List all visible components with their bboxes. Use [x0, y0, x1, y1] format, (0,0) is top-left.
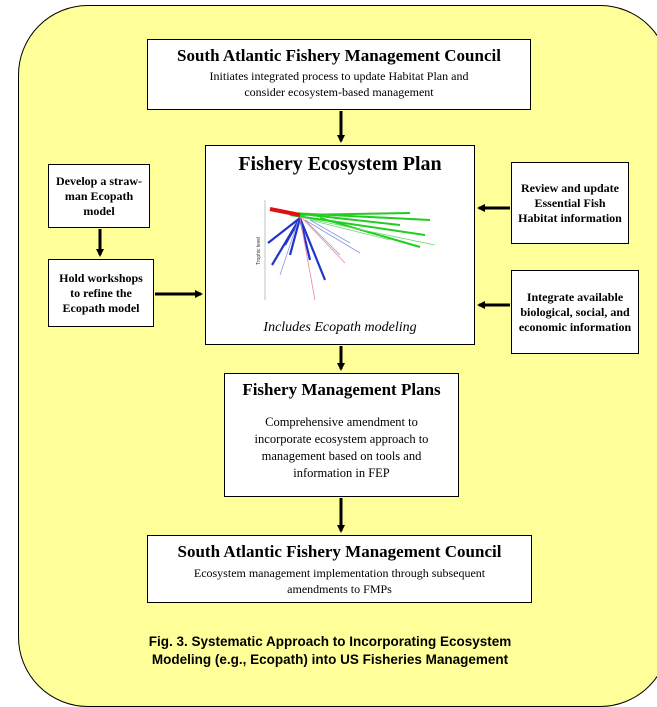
review-efh-text: Review and update Essential Fish Habitat… — [518, 180, 622, 225]
fmp-title: Fishery Management Plans — [242, 380, 441, 399]
top-council-box: South Atlantic Fishery Management Counci… — [147, 39, 531, 110]
plot-green-links — [289, 212, 431, 248]
plot-light-green-links — [299, 216, 436, 246]
develop-ecopath-box: Develop a straw-man Ecopath model — [48, 164, 150, 228]
top-council-text: Initiates integrated process to update H… — [209, 69, 469, 99]
plot-pink-links — [299, 217, 346, 301]
hold-workshops-box: Hold workshops to refine the Ecopath mod… — [48, 259, 154, 327]
bottom-council-text: Ecosystem management implementation thro… — [193, 566, 486, 596]
top-council-title: South Atlantic Fishery Management Counci… — [177, 46, 501, 65]
figure-caption-line2: Modeling (e.g., Ecopath) into US Fisheri… — [151, 652, 509, 667]
fmp-text: Comprehensive amendment to incorporate e… — [254, 415, 429, 480]
bottom-council-box: South Atlantic Fishery Management Counci… — [147, 535, 532, 603]
fep-caption: Includes Ecopath modeling — [263, 320, 417, 335]
figure-caption: Fig. 3. Systematic Approach to Incorpora… — [90, 633, 570, 669]
plot-red-links — [269, 207, 301, 217]
fep-box: Fishery Ecosystem Plan Includes Ecopath … — [205, 145, 475, 345]
plot-axis-label: Trophic level — [256, 237, 262, 265]
hold-workshops-text: Hold workshops to refine the Ecopath mod… — [59, 270, 143, 315]
integrate-info-box: Integrate available biological, social, … — [511, 270, 639, 354]
bottom-council-title: South Atlantic Fishery Management Counci… — [177, 542, 502, 561]
review-efh-box: Review and update Essential Fish Habitat… — [511, 162, 629, 244]
develop-ecopath-text: Develop a straw-man Ecopath model — [56, 173, 142, 218]
fmp-box: Fishery Management Plans Comprehensive a… — [224, 373, 459, 497]
figure-caption-line1: Fig. 3. Systematic Approach to Incorpora… — [148, 634, 512, 649]
ecopath-plot: Trophic level — [256, 200, 436, 301]
integrate-info-text: Integrate available biological, social, … — [518, 289, 632, 334]
fep-title: Fishery Ecosystem Plan — [238, 153, 442, 175]
plot-light-blue-links — [279, 219, 361, 276]
